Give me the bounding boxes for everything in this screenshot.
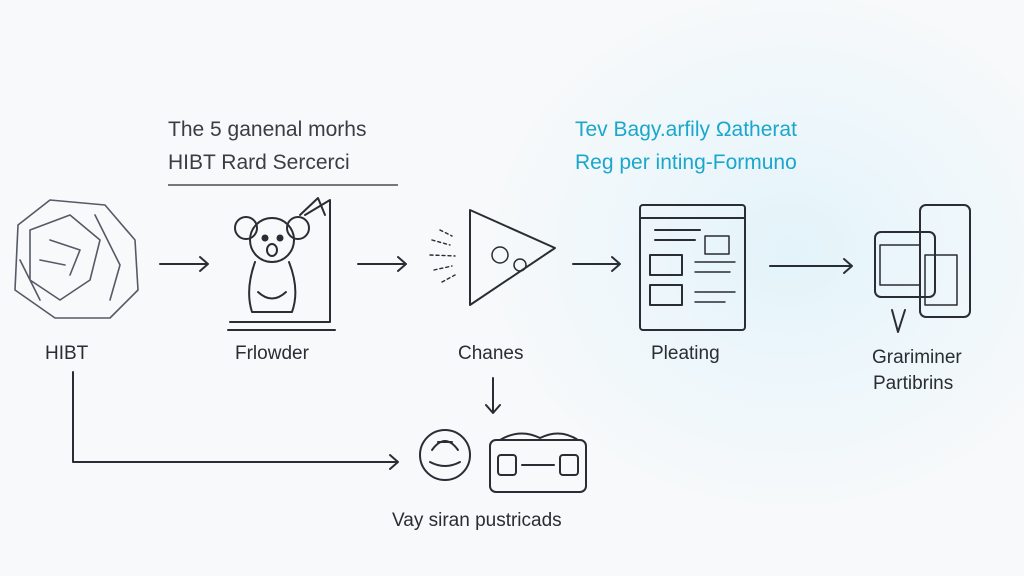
node-label-chanes: Chanes [458, 343, 524, 364]
devices-icon [874, 204, 971, 333]
header-divider [168, 184, 398, 186]
bottom-icons [419, 429, 587, 493]
triangle-play-icon [429, 209, 556, 306]
koala-laptop-icon [227, 197, 336, 331]
header-right-line2: Reg per inting-Formuno [575, 151, 797, 174]
node-label-pleating: Pleating [651, 343, 720, 364]
node-label-grariminer: Grariminer [872, 347, 962, 368]
header-left-line2: HIBT Rard Sercerci [168, 151, 350, 174]
flow-arrows [72, 256, 853, 470]
node-label-frlowder: Frlowder [235, 343, 309, 364]
header-right-line1: Tev Bagy.arfily Ωatherat [575, 118, 797, 141]
header-left-line1: The 5 ganenal morhs [168, 118, 367, 141]
crumpled-rock-icon [14, 199, 139, 319]
node-label-partibrins: Partibrins [873, 373, 954, 394]
node-label-hibt: HIBT [45, 343, 89, 364]
browser-window-icon [639, 204, 746, 331]
bottom-label: Vay siran pustricads [392, 510, 562, 531]
